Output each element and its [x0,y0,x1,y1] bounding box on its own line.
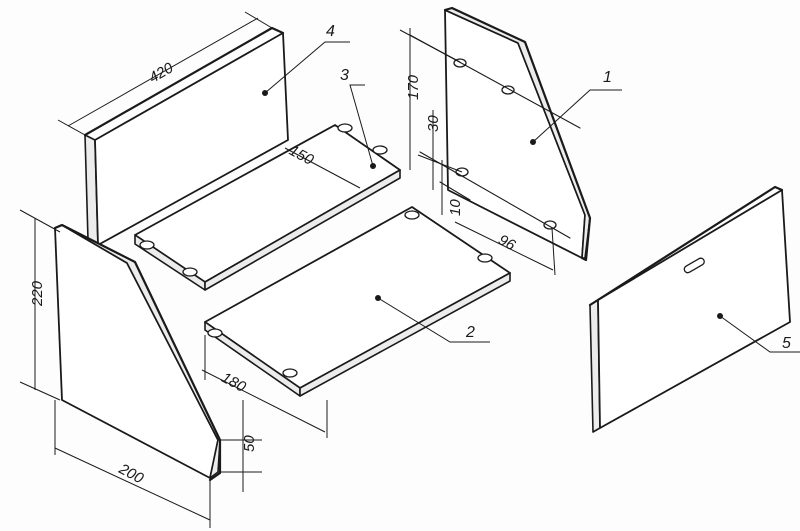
left-side-outline [53,223,222,482]
part-2-dowel [404,210,420,220]
part-5-top-edge [588,185,784,307]
part-label-2: 2 [465,324,475,341]
leader-2 [377,297,490,343]
part-1-slot [501,85,515,95]
part-3-dowel [182,267,198,277]
dim-180: 180 [218,369,249,396]
part-1-face [444,9,586,259]
part-1-construction-line [419,151,571,239]
dimension-lines [19,11,556,528]
part-3-dowel [139,240,155,250]
part-4-face [94,32,289,246]
dim-50: 50 [241,435,258,452]
part-2-dowel [477,253,493,263]
left-side-panel [53,223,222,482]
dim-220: 220 [29,280,46,307]
part-label-1: 1 [603,69,612,86]
dim-170: 170 [405,74,422,100]
leader-lines [264,41,800,353]
part-3-front-edge [204,169,401,291]
dim-10: 10 [447,199,464,216]
part-3-dowel [372,145,388,155]
part-1-slot [543,220,557,230]
leader-5 [719,315,800,353]
dim-420: 420 [146,59,177,87]
leader-4 [264,41,350,94]
part-label-3: 3 [340,67,349,84]
part-1-side-panel [409,6,592,262]
part-3-shelf [134,123,401,291]
part-2-seat [204,206,511,397]
part-1-outline [443,6,592,262]
dim-30: 30 [425,115,442,132]
part-label-5: 5 [782,335,791,352]
leader-3 [349,84,374,167]
part-2-front-edge [299,272,511,397]
part-2-dowel [282,368,298,378]
dim-96: 96 [495,231,518,254]
part-5-front-panel [588,185,791,433]
leader-1 [532,89,622,143]
part-5-handle-slot [683,257,705,274]
part-label-4: 4 [326,23,335,40]
part-2-dowel [207,328,223,338]
part-3-dowel [337,123,353,133]
part-1-construction-line [439,181,471,201]
part-5-face [597,189,791,429]
